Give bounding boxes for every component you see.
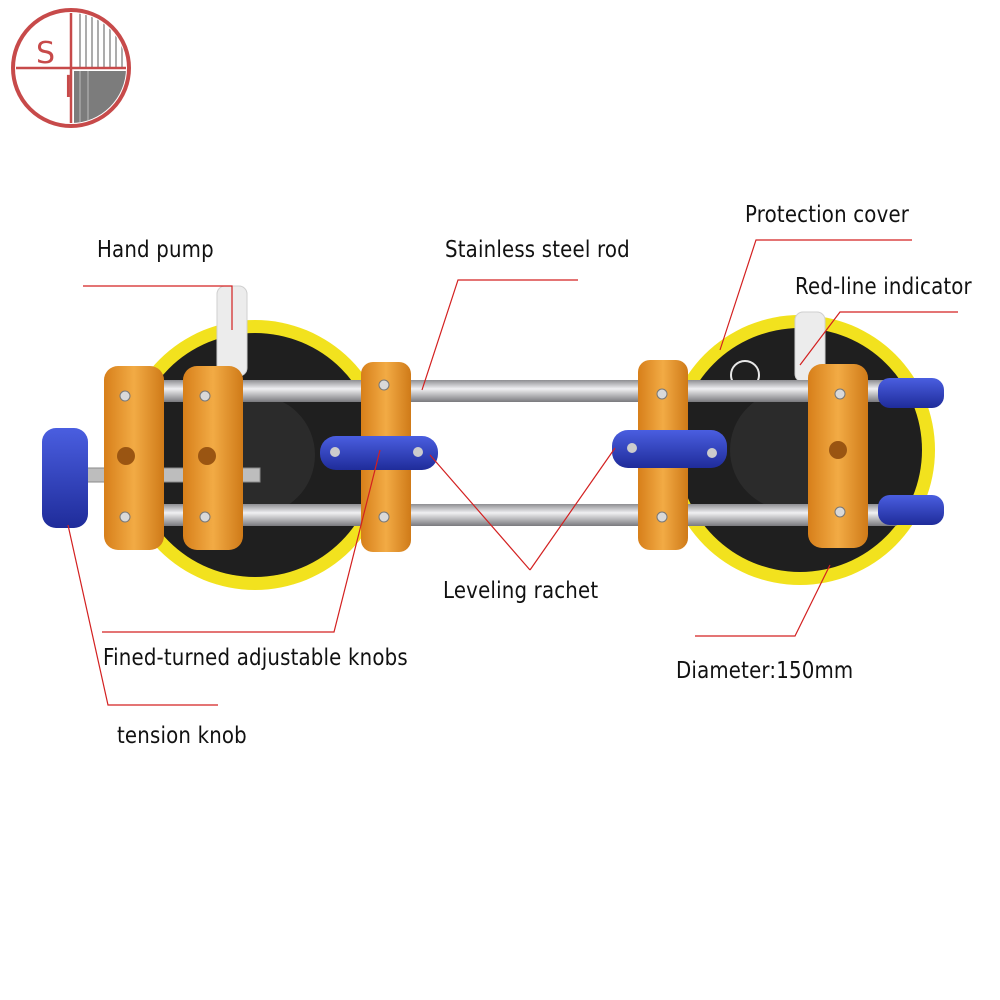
callout-line-diameter xyxy=(695,564,831,637)
label-tension-knob: tension knob xyxy=(117,723,247,749)
label-diameter: Diameter:150mm xyxy=(676,658,854,684)
rod-end-cap-bottom xyxy=(878,495,944,525)
logo-mark: S I xyxy=(11,8,131,128)
label-leveling-rachet: Leveling rachet xyxy=(443,578,599,604)
callout-line-rachet-right xyxy=(529,447,616,571)
callout-line-hand-pump xyxy=(83,285,233,330)
rod-end-cap-top xyxy=(878,378,944,408)
callout-lines xyxy=(67,239,958,706)
right-bracket xyxy=(808,364,868,548)
logo-letter-i: I xyxy=(64,70,73,105)
left-outer-bracket xyxy=(104,366,164,550)
leveling-rachet-right xyxy=(612,430,727,468)
callout-line-protection-cover xyxy=(719,239,912,351)
stainless-steel-rod-bottom xyxy=(140,504,900,526)
logo-letter-s: S xyxy=(36,36,55,71)
callout-line-red-line-indicator xyxy=(799,311,958,366)
tension-knob xyxy=(42,428,88,528)
label-red-line-indicator: Red-line indicator xyxy=(795,274,972,300)
callout-line-rachet-left xyxy=(429,454,531,571)
label-fined-turned-knobs: Fined-turned adjustable knobs xyxy=(103,645,408,671)
callout-line-steel-rod xyxy=(421,279,578,391)
brand-logo: S I xyxy=(8,5,134,131)
label-hand-pump: Hand pump xyxy=(97,237,214,263)
label-protection-cover: Protection cover xyxy=(745,202,910,228)
label-stainless-steel-rod: Stainless steel rod xyxy=(445,237,630,263)
stainless-steel-rod-top xyxy=(140,380,900,402)
left-inner-bracket xyxy=(183,366,243,550)
callout-line-tension-knob xyxy=(67,524,218,706)
callout-line-knobs xyxy=(102,449,381,633)
